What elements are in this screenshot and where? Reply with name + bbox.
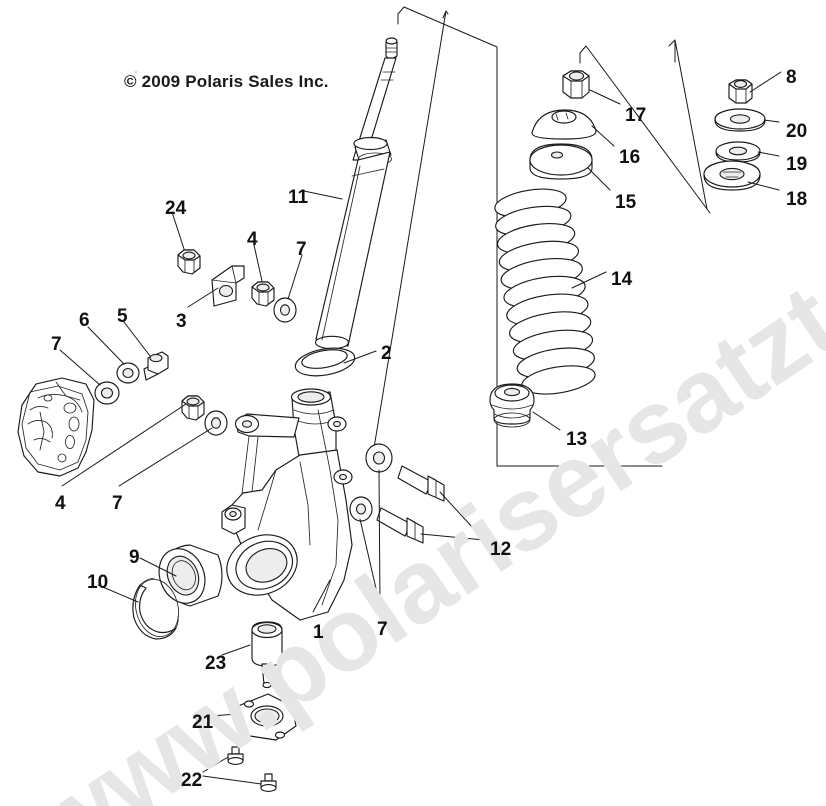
callout-number-bracket: 3	[176, 311, 187, 332]
callout-number-washer-7-upper: 7	[296, 239, 307, 260]
callout-number-hex-bolts: 12	[490, 539, 512, 560]
part-washer-7-knuckle-a	[365, 443, 393, 473]
part-plate-bolts	[227, 746, 277, 792]
callout-number-seal-ring: 2	[381, 343, 392, 364]
callout-number-nut-24: 24	[165, 198, 187, 219]
part-dust-cover	[531, 109, 597, 140]
leader-lines	[59, 71, 782, 785]
part-washer-19	[715, 141, 761, 163]
part-bracket-3	[211, 265, 245, 307]
part-shock-absorber	[314, 37, 398, 350]
callout-number-washer-7-mid: 7	[112, 493, 123, 514]
part-washer-7-upper	[273, 297, 297, 323]
part-snap-ring	[132, 577, 179, 640]
part-spring-seat	[529, 143, 593, 180]
callout-number-plate-bolts: 22	[181, 770, 203, 791]
callout-number-shock-absorber: 11	[288, 187, 309, 208]
part-washer-7-mid	[204, 410, 228, 436]
part-steering-knuckle	[221, 388, 353, 621]
callout-number-coil-spring: 14	[611, 269, 633, 290]
part-bump-stop	[489, 383, 535, 428]
part-washer-7-knuckle-b	[349, 496, 373, 522]
part-washer-6	[116, 362, 140, 384]
part-washer-7-caliper	[94, 381, 120, 405]
callout-number-snap-ring: 10	[87, 572, 109, 593]
callout-number-nut-top: 8	[786, 67, 797, 88]
callout-number-bearing-mount: 18	[786, 189, 808, 210]
part-bearing-mount	[703, 160, 761, 191]
part-bolt-5	[143, 351, 169, 381]
part-wheel-bearing	[158, 544, 223, 607]
callout-number-dust-cover: 16	[619, 147, 641, 168]
part-ball-joint-plate	[235, 693, 297, 741]
callout-number-nut-lower: 4	[55, 493, 66, 514]
part-brake-caliper	[17, 377, 95, 477]
callout-number-nut-upper: 4	[247, 229, 258, 250]
part-hex-bolt-a	[397, 465, 445, 502]
callout-brackets	[371, 6, 711, 467]
callout-number-steering-knuckle: 1	[313, 622, 324, 643]
callout-number-washer-7-knuckle: 7	[377, 619, 388, 640]
callout-number-washer-19: 19	[786, 154, 808, 175]
part-nut-24	[177, 249, 201, 275]
part-seal-ring	[294, 347, 356, 377]
part-nut-4-lower	[181, 395, 205, 421]
callout-number-bump-stop: 13	[566, 429, 588, 450]
callout-number-washer-7-caliper: 7	[51, 334, 62, 355]
callout-number-bolt: 5	[117, 306, 128, 327]
part-nut-4-upper	[251, 281, 275, 307]
callout-number-strut-nut: 17	[625, 105, 647, 126]
part-hex-bolt-b	[376, 507, 424, 544]
callout-number-ball-joint: 23	[205, 653, 227, 674]
part-coil-spring	[494, 188, 596, 395]
copyright-notice: © 2009 Polaris Sales Inc.	[124, 72, 329, 91]
part-strut-nut	[562, 70, 590, 99]
part-washer-20	[714, 108, 766, 132]
callout-number-spring-seat: 15	[615, 192, 637, 213]
callout-number-washer-20: 20	[786, 121, 808, 142]
part-top-nut	[728, 79, 753, 104]
callout-number-wheel-bearing: 9	[129, 547, 140, 568]
callout-number-ball-joint-plate: 21	[192, 712, 214, 733]
callout-number-washer-6: 6	[79, 310, 90, 331]
part-ball-joint	[251, 621, 283, 689]
